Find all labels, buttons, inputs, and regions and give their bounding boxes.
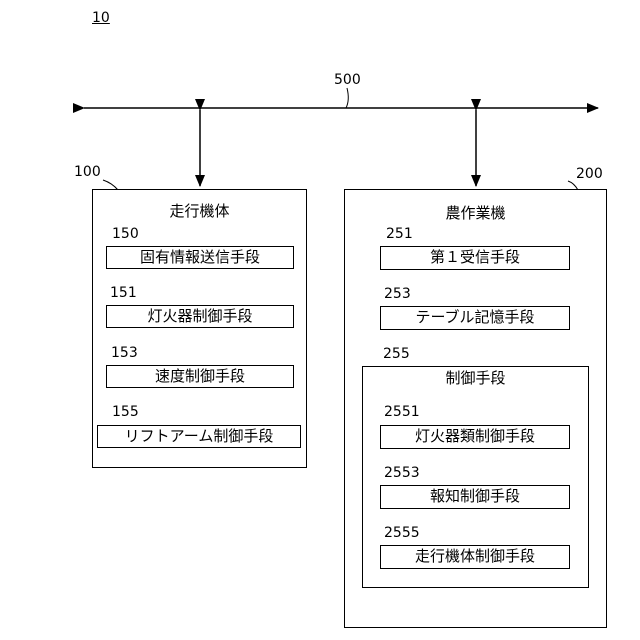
item-box-153: 速度制御手段: [106, 365, 294, 388]
figure-number: 10: [92, 10, 110, 26]
item-box-2555: 走行機体制御手段: [380, 545, 570, 569]
item-box-2553: 報知制御手段: [380, 485, 570, 509]
control-title: 制御手段: [363, 369, 588, 387]
item-ref-2551: 2551: [384, 404, 420, 420]
item-ref-151: 151: [110, 285, 137, 301]
item-box-253: テーブル記憶手段: [380, 306, 570, 330]
item-ref-150: 150: [112, 226, 139, 242]
item-ref-155: 155: [112, 404, 139, 420]
item-ref-2555: 2555: [384, 525, 420, 541]
right-unit-title: 農作業機: [345, 204, 606, 222]
item-box-2551: 灯火器類制御手段: [380, 425, 570, 449]
item-box-155: リフトアーム制御手段: [97, 425, 301, 448]
item-ref-153: 153: [111, 345, 138, 361]
item-ref-253: 253: [384, 286, 411, 302]
network-leader-line: [346, 88, 348, 108]
control-ref: 255: [383, 346, 410, 362]
left-unit-ref: 100: [74, 164, 101, 180]
left-unit-title: 走行機体: [93, 202, 306, 220]
right-unit-ref: 200: [576, 166, 603, 182]
item-box-150: 固有情報送信手段: [106, 246, 294, 269]
item-ref-251: 251: [386, 226, 413, 242]
item-box-251: 第１受信手段: [380, 246, 570, 270]
item-ref-2553: 2553: [384, 465, 420, 481]
network-ref: 500: [334, 72, 361, 88]
item-box-151: 灯火器制御手段: [106, 305, 294, 328]
